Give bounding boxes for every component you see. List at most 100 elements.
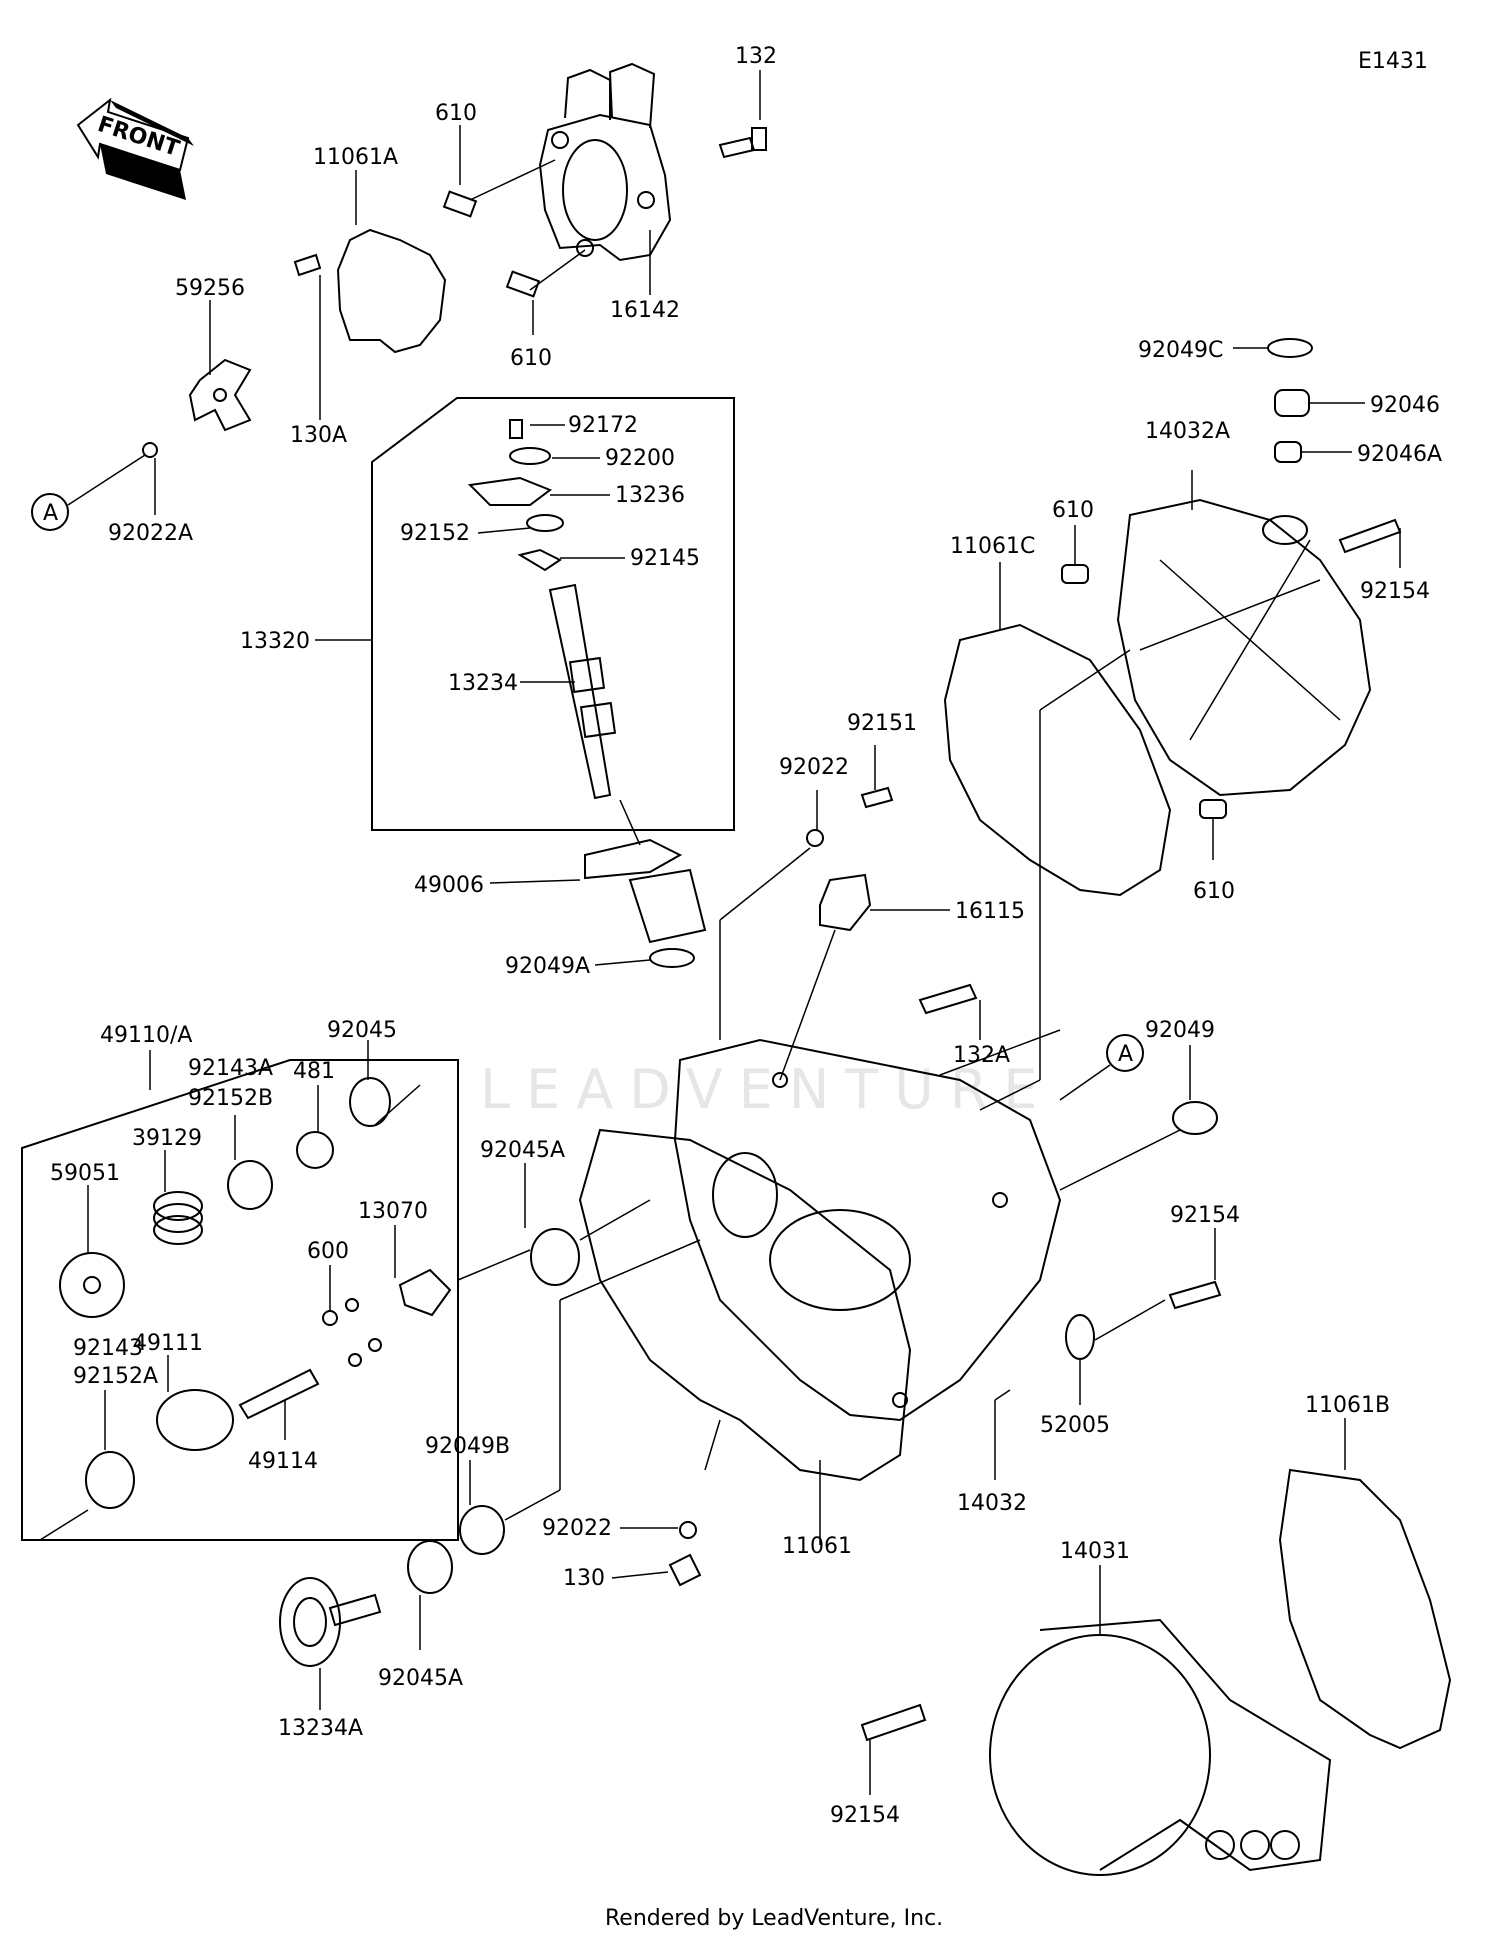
diagram-id: E1431 — [1358, 49, 1428, 74]
label-13234: 13234 — [448, 671, 518, 696]
part-39129-spring[interactable] — [153, 1191, 203, 1245]
part-92049A-seal[interactable] — [649, 948, 695, 968]
part-49006-governor[interactable] — [584, 838, 707, 944]
part-13234-shaft[interactable] — [548, 583, 617, 800]
part-16115-plug[interactable] — [819, 873, 872, 932]
part-14031-cover[interactable] — [989, 1618, 1332, 1876]
label-610-right2: 610 — [1193, 879, 1235, 904]
label-92049A: 92049A — [505, 954, 590, 979]
label-49111: 49111 — [133, 1331, 203, 1356]
part-132-bolt[interactable] — [718, 127, 767, 159]
label-92049C: 92049C — [1138, 338, 1223, 363]
part-49114-shaft[interactable] — [238, 1368, 320, 1420]
label-92045-box: 92045 — [327, 1018, 397, 1043]
part-92145-spring[interactable] — [517, 548, 562, 572]
part-600-ball[interactable] — [322, 1310, 338, 1326]
label-92046: 92046 — [1370, 393, 1440, 418]
label-92152B: 92152B — [188, 1086, 273, 1111]
front-arrow-icon: FRONT — [76, 97, 194, 200]
part-92154-bolt-low[interactable] — [860, 1703, 927, 1742]
label-92143A: 92143A — [188, 1056, 273, 1081]
part-610-dowel-mid[interactable] — [505, 270, 541, 298]
label-11061B: 11061B — [1305, 1393, 1390, 1418]
part-92172-screw[interactable] — [509, 419, 523, 439]
label-610-mid: 610 — [510, 346, 552, 371]
part-59256-impeller[interactable] — [188, 358, 252, 432]
part-52005-seal[interactable] — [1065, 1314, 1095, 1360]
part-130-plug[interactable] — [668, 1553, 702, 1587]
part-92152-washer[interactable] — [526, 514, 564, 532]
part-92143-collar[interactable] — [85, 1451, 135, 1509]
part-11061A-gasket[interactable] — [336, 228, 447, 354]
part-13070-impeller[interactable] — [398, 1268, 452, 1317]
part-92049-seal[interactable] — [1172, 1101, 1218, 1135]
watermark: LEADVENTURE — [480, 1058, 1053, 1121]
label-92200: 92200 — [605, 446, 675, 471]
label-13236: 13236 — [615, 483, 685, 508]
part-13234A-gear[interactable] — [279, 1577, 382, 1667]
part-92022A-washer[interactable] — [142, 442, 158, 458]
label-132A: 132A — [953, 1043, 1010, 1068]
label-13320: 13320 — [240, 629, 310, 654]
label-481: 481 — [293, 1059, 335, 1084]
part-610-dowel-right[interactable] — [1061, 564, 1089, 584]
part-16142-pump-cover[interactable] — [538, 62, 672, 262]
part-92151-bolt[interactable] — [860, 786, 894, 809]
label-92145: 92145 — [630, 546, 700, 571]
part-59051-gear[interactable] — [59, 1252, 125, 1318]
part-130A-nut[interactable] — [293, 253, 322, 277]
part-92046A-bearing[interactable] — [1274, 441, 1302, 463]
label-59256: 59256 — [175, 276, 245, 301]
label-92022A: 92022A — [108, 521, 193, 546]
part-92143A-collar[interactable] — [227, 1160, 273, 1210]
label-13070: 13070 — [358, 1199, 428, 1224]
part-11061-gasket[interactable] — [578, 1128, 912, 1482]
label-92152: 92152 — [400, 521, 470, 546]
part-11061B-gasket[interactable] — [1278, 1468, 1452, 1750]
label-14032: 14032 — [957, 1491, 1027, 1516]
part-92154-bolt-mid[interactable] — [1168, 1280, 1222, 1310]
part-610-dowel-top[interactable] — [442, 190, 478, 218]
label-13234A: 13234A — [278, 1716, 363, 1741]
part-610-dowel-right2[interactable] — [1199, 799, 1227, 819]
footer-credit: Rendered by LeadVenture, Inc. — [605, 1906, 943, 1931]
label-92154-low: 92154 — [830, 1803, 900, 1828]
label-92049: 92049 — [1145, 1018, 1215, 1043]
label-11061: 11061 — [782, 1534, 852, 1559]
label-92154-mid: 92154 — [1170, 1203, 1240, 1228]
label-130: 130 — [563, 1566, 605, 1591]
part-92022-washer-low[interactable] — [679, 1521, 697, 1539]
part-14032A-cover[interactable] — [1116, 498, 1372, 797]
part-92049B-seal[interactable] — [459, 1505, 505, 1555]
label-610-right: 610 — [1052, 498, 1094, 523]
part-92200-washer[interactable] — [509, 447, 551, 465]
label-16115: 16115 — [955, 899, 1025, 924]
part-481-circlip[interactable] — [296, 1131, 334, 1169]
label-600: 600 — [307, 1239, 349, 1264]
callout-a-right — [1106, 1034, 1144, 1072]
part-132A-bolt[interactable] — [918, 983, 978, 1015]
part-92046-bearing[interactable] — [1274, 389, 1310, 417]
label-39129: 39129 — [132, 1126, 202, 1151]
part-11061C-gasket[interactable] — [943, 623, 1172, 897]
part-49111-flange[interactable] — [156, 1389, 234, 1451]
part-13236-lever[interactable] — [467, 476, 553, 506]
part-92045A-bearing-low[interactable] — [407, 1540, 453, 1594]
part-92045A-bearing-mid[interactable] — [530, 1228, 580, 1286]
label-92022-low: 92022 — [542, 1516, 612, 1541]
label-11061A: 11061A — [313, 145, 398, 170]
label-130A: 130A — [290, 423, 347, 448]
part-92045-bearing-box[interactable] — [349, 1077, 391, 1127]
part-92049C-seal[interactable] — [1267, 338, 1313, 358]
label-132: 132 — [735, 44, 777, 69]
label-49114: 49114 — [248, 1449, 318, 1474]
label-92022-mid: 92022 — [779, 755, 849, 780]
label-16142: 16142 — [610, 298, 680, 323]
label-14031: 14031 — [1060, 1539, 1130, 1564]
label-92046A: 92046A — [1357, 442, 1442, 467]
part-14032-cover[interactable] — [673, 1038, 1062, 1422]
part-92154-bolt-right[interactable] — [1338, 518, 1402, 554]
callout-a-right-label: A — [1118, 1042, 1133, 1067]
part-92022-washer-mid[interactable] — [806, 829, 824, 847]
